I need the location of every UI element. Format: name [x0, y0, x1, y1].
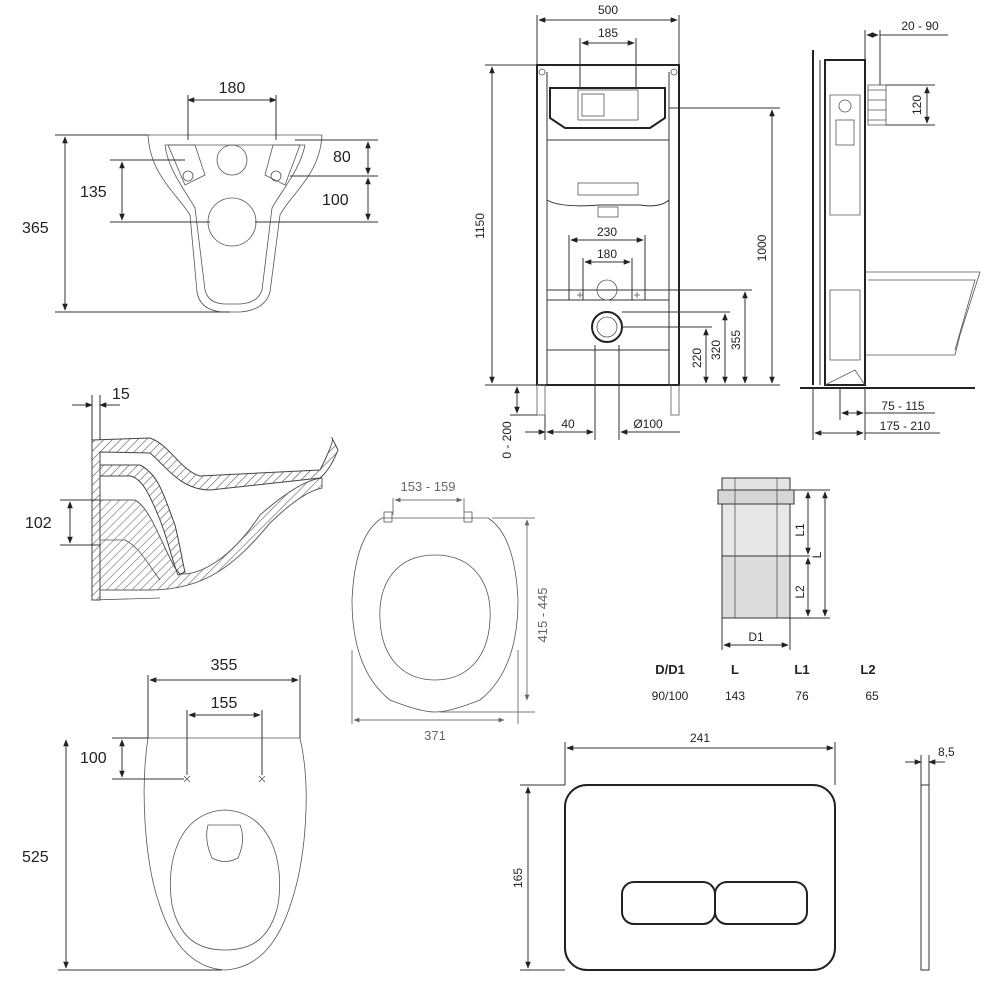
table-cell-l: 143	[725, 689, 745, 703]
dim-100-plan: 100	[80, 750, 107, 767]
pipe-dimension-table: D/D1 L L1 L2 90/100 143 76 65	[652, 662, 879, 703]
dim-365: 365	[22, 220, 49, 237]
dim-165: 165	[511, 868, 525, 888]
table-header-l2: L2	[860, 662, 875, 677]
table-cell-l1: 76	[795, 689, 809, 703]
dim-15: 15	[112, 386, 130, 403]
dim-1000: 1000	[755, 234, 769, 261]
dim-185: 185	[598, 26, 618, 40]
label-L1: L1	[793, 523, 807, 537]
table-cell-l2: 65	[865, 689, 879, 703]
dim-seat-length: 415 - 445	[535, 588, 550, 643]
installation-frame-side: 20 - 90 120 75 - 115 175 - 210	[800, 19, 981, 440]
dim-75-115: 75 - 115	[881, 399, 924, 413]
dim-1150: 1150	[473, 213, 487, 239]
dim-355-frame: 355	[729, 330, 743, 350]
dim-40: 40	[561, 417, 575, 431]
connector-pipe: L1 L L2 D1	[717, 477, 830, 650]
dim-230: 230	[597, 225, 617, 239]
dim-seat-width: 371	[424, 728, 446, 743]
dim-320: 320	[709, 340, 723, 360]
table-header-d: D/D1	[655, 662, 685, 677]
table-header-l: L	[731, 662, 739, 677]
bowl-plan-view: 355 155 100 525	[22, 657, 307, 971]
dim-dia-100: Ø100	[633, 417, 663, 431]
dim-155: 155	[211, 695, 238, 712]
flush-button-view: 241 165 8,5	[511, 731, 955, 971]
dim-241: 241	[690, 731, 710, 745]
bowl-side-section: 15 102	[25, 386, 339, 601]
table-header-l1: L1	[794, 662, 809, 677]
bowl-front-view: 180 365 135 80 100	[22, 80, 378, 313]
dim-355: 355	[211, 657, 238, 674]
dim-100: 100	[322, 192, 349, 209]
label-L: L	[810, 551, 824, 558]
dim-0-200: 0 - 200	[500, 421, 514, 459]
dim-8-5: 8,5	[938, 745, 955, 759]
label-D1: D1	[748, 630, 764, 644]
toilet-seat-view: 153 - 159 415 - 445 371	[351, 479, 550, 743]
dim-20-90: 20 - 90	[901, 19, 939, 33]
dim-220: 220	[690, 348, 704, 368]
dim-500: 500	[598, 3, 618, 17]
dim-180-frame: 180	[597, 247, 617, 261]
dim-180: 180	[219, 80, 246, 97]
dim-175-210: 175 - 210	[880, 419, 931, 433]
table-cell-d: 90/100	[652, 689, 689, 703]
installation-frame-front: 500 185 1150 1000 230 180 355 320	[473, 3, 780, 459]
dim-135: 135	[80, 184, 107, 201]
dim-525: 525	[22, 849, 49, 866]
dim-hinge: 153 - 159	[401, 479, 456, 494]
dim-102: 102	[25, 515, 52, 532]
label-L2: L2	[793, 585, 807, 599]
dim-120: 120	[910, 95, 924, 115]
dim-80: 80	[333, 149, 351, 166]
